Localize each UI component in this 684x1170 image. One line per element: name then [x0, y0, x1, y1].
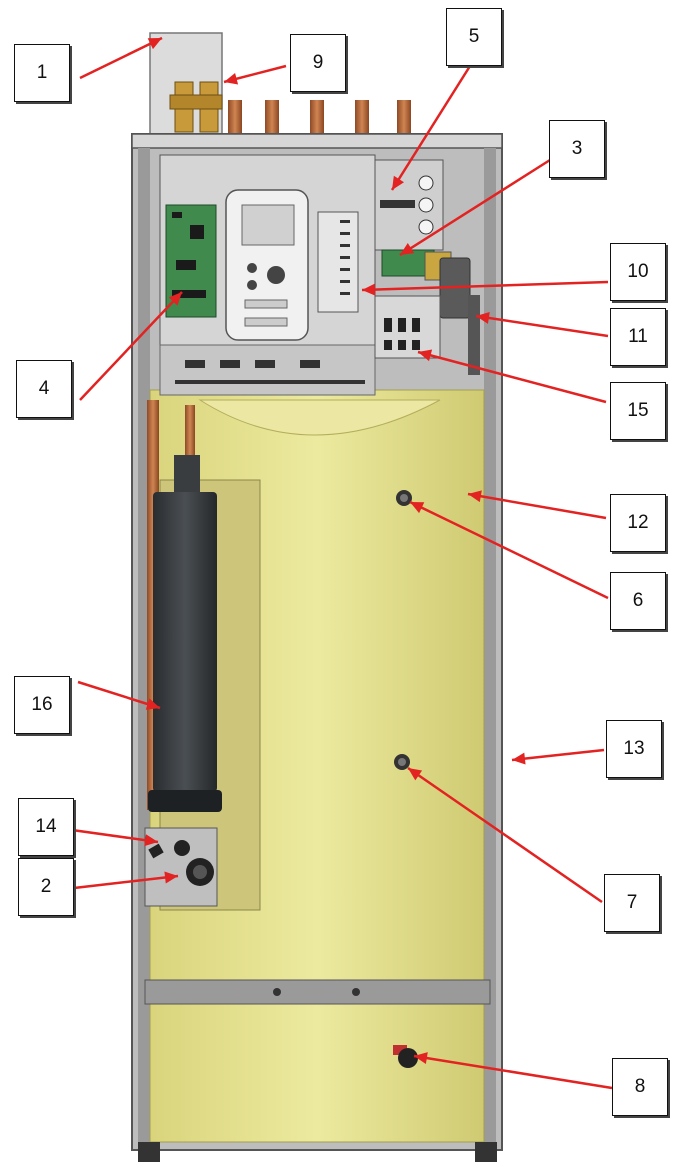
terminal-strip	[317, 211, 359, 313]
callout-9: 9	[290, 34, 346, 92]
callout-label: 3	[571, 138, 583, 159]
callout-label: 1	[36, 62, 48, 83]
arrow-4	[79, 291, 183, 401]
callout-16: 16	[14, 676, 70, 734]
callout-label: 11	[628, 326, 648, 347]
callout-15: 15	[610, 382, 666, 440]
crossbar	[144, 979, 491, 1005]
callout-8: 8	[612, 1058, 668, 1116]
arrow-2	[73, 871, 179, 890]
arrow-9	[223, 64, 287, 85]
callout-14: 14	[18, 798, 74, 856]
arrow-10	[361, 280, 609, 296]
callout-label: 8	[634, 1076, 646, 1097]
brass-valves	[169, 81, 223, 133]
arrow-13	[511, 748, 605, 765]
arrow-8	[413, 1052, 613, 1090]
callout-5: 5	[446, 8, 502, 66]
callout-3: 3	[549, 120, 605, 178]
callout-label: 12	[627, 512, 649, 533]
arrow-7	[407, 766, 603, 904]
callout-arrows	[71, 36, 613, 1090]
arrow-6	[409, 500, 609, 600]
callout-label: 6	[632, 590, 644, 611]
callout-10: 10	[610, 243, 666, 301]
arrow-11	[475, 312, 609, 338]
drain-valve	[393, 1045, 418, 1068]
callout-label: 2	[40, 876, 52, 897]
callout-label: 15	[627, 400, 649, 421]
callout-label: 7	[626, 892, 638, 913]
callout-label: 4	[38, 378, 50, 399]
arrow-12	[467, 490, 607, 520]
callout-label: 10	[627, 261, 649, 282]
callout-12: 12	[610, 494, 666, 552]
callout-label: 16	[31, 694, 53, 715]
callout-4: 4	[16, 360, 72, 418]
callout-13: 13	[606, 720, 662, 778]
callout-1: 1	[14, 44, 70, 102]
callout-label: 5	[468, 26, 480, 47]
arrow-14	[71, 828, 159, 847]
callout-2: 2	[18, 858, 74, 916]
arrow-5	[390, 65, 472, 191]
arrow-16	[77, 680, 161, 710]
immersion-heater	[153, 492, 217, 792]
arrow-15	[417, 349, 607, 404]
callout-label: 9	[312, 52, 324, 73]
callout-11: 11	[610, 308, 666, 366]
arrow-1	[79, 36, 163, 80]
copper-pipe-stubs	[228, 100, 411, 136]
callout-label: 13	[623, 738, 645, 759]
callout-6: 6	[610, 572, 666, 630]
arrow-3	[399, 158, 551, 257]
callout-7: 7	[604, 874, 660, 932]
callout-label: 14	[35, 816, 57, 837]
